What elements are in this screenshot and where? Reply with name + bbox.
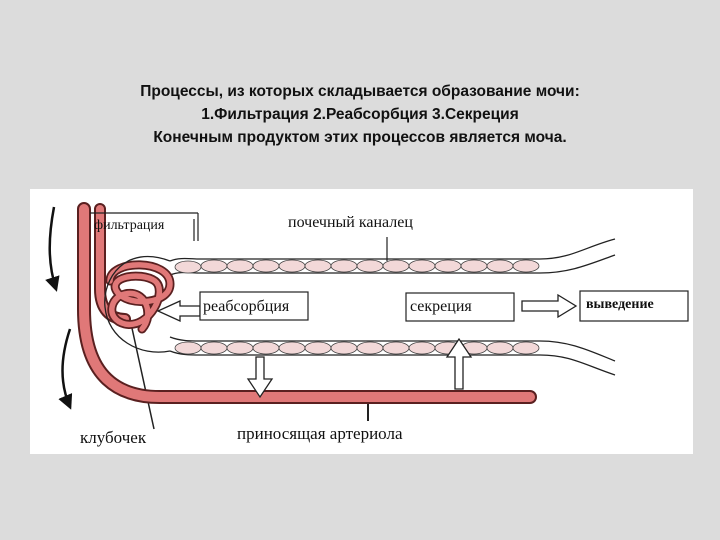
glomerulus-label: клубочек xyxy=(80,429,146,446)
flow-arrow-top xyxy=(50,207,56,289)
title-line-1: Процессы, из которых складывается образо… xyxy=(0,80,720,103)
reabsorption-arrow-left xyxy=(158,301,200,321)
slide-title: Процессы, из которых складывается образо… xyxy=(0,80,720,149)
glomerulus xyxy=(105,257,170,353)
nephron-diagram: фильтрация почечный каналец реабсорбция … xyxy=(30,189,693,454)
tubule-label: почечный каналец xyxy=(288,215,413,231)
tubule-lower-cells xyxy=(175,342,539,354)
filtration-label: фильтрация xyxy=(94,219,164,233)
excretion-arrow-right xyxy=(522,295,576,317)
flow-arrow-bottom xyxy=(63,329,71,407)
title-line-3: Конечным продуктом этих процессов являет… xyxy=(0,126,720,149)
secretion-label: секреция xyxy=(410,299,472,315)
arteriole-label: приносящая артериола xyxy=(237,425,402,442)
title-line-2: 1.Фильтрация 2.Реабсорбция 3.Секреция xyxy=(0,103,720,126)
excretion-label: выведение xyxy=(586,298,654,312)
tubule-lower-wall xyxy=(170,337,615,375)
reabsorption-label: реабсорбция xyxy=(203,299,289,315)
tubule-upper-cells xyxy=(175,260,539,273)
glomerulus-pointer-line xyxy=(130,319,154,429)
tubule-upper-wall xyxy=(170,239,615,275)
